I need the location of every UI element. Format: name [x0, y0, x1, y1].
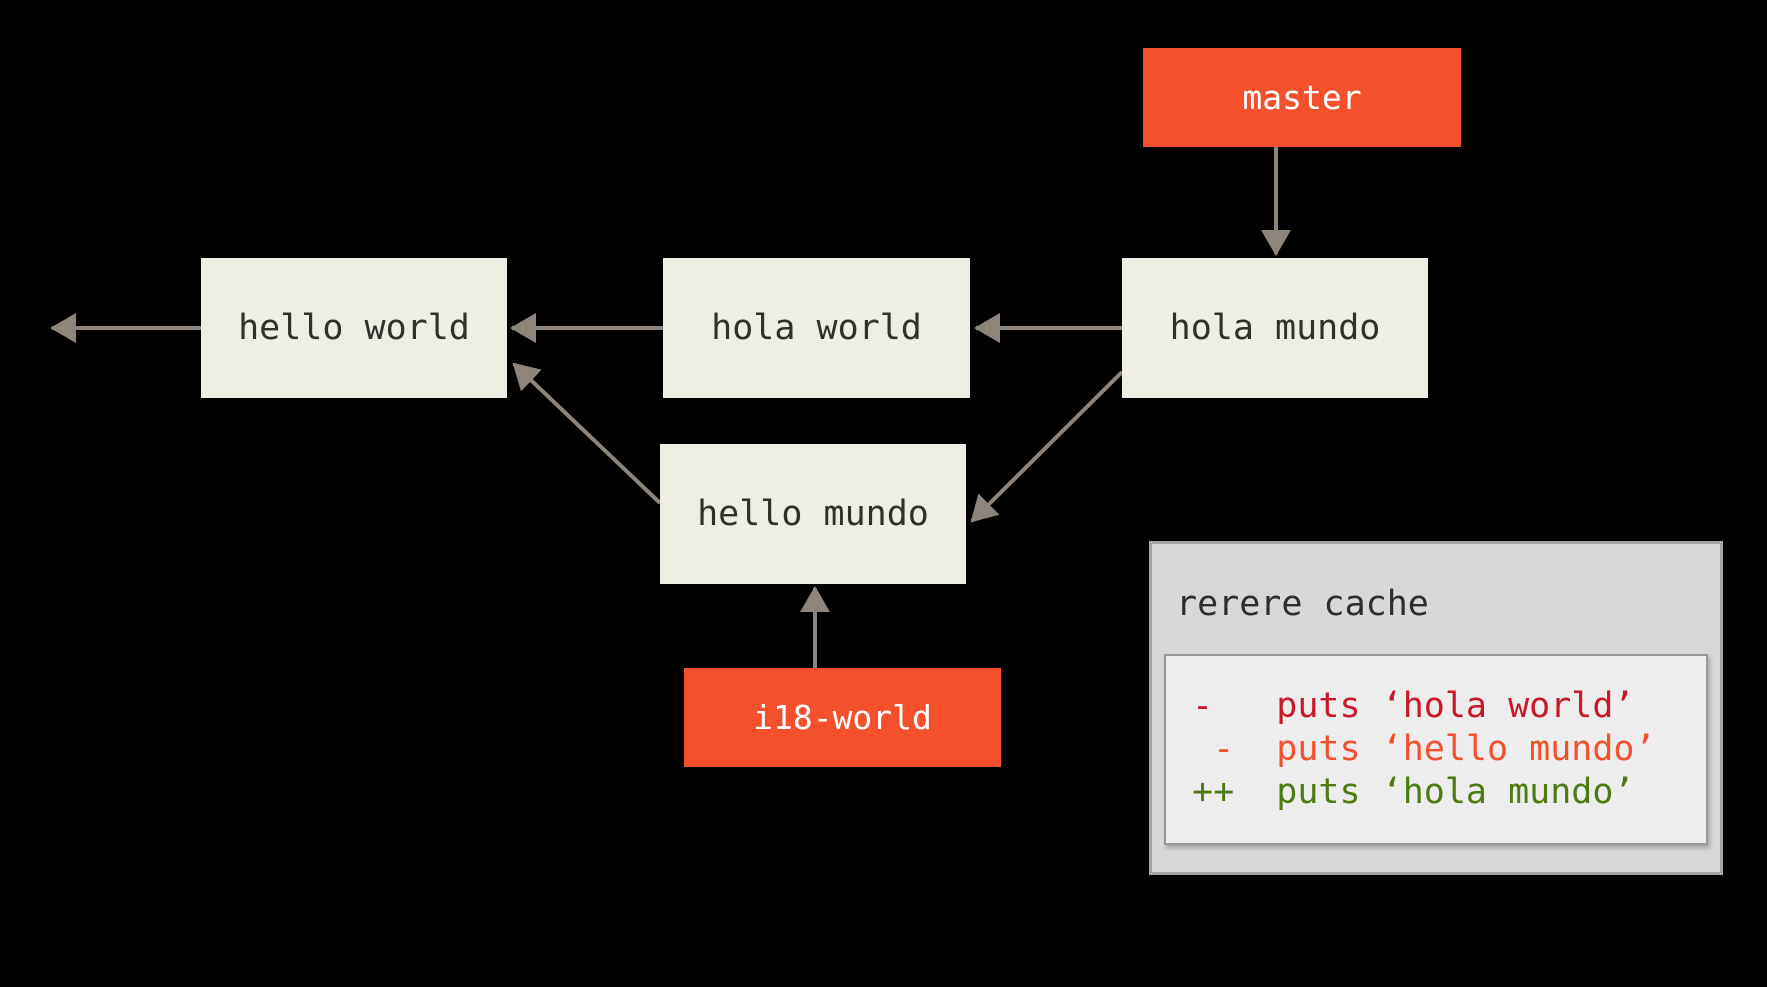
- commit-box-hello-world: hello world: [201, 258, 507, 398]
- branch-label: i18-world: [753, 698, 932, 737]
- diff-line-added-hola-mundo: ++ puts ‘hola mundo’: [1192, 772, 1635, 812]
- rerere-cache-panel: rerere cache - puts ‘hola world’ - puts …: [1149, 541, 1723, 875]
- commit-label: hello mundo: [697, 494, 929, 534]
- commit-box-hello-mundo: hello mundo: [660, 444, 966, 584]
- commit-box-hola-world: hola world: [663, 258, 970, 398]
- diff-line-removed-hola-world: - puts ‘hola world’: [1192, 686, 1635, 726]
- arrow-hola-mundo-to-hello-mundo: [970, 370, 1124, 523]
- branch-label-i18-world: i18-world: [684, 668, 1001, 767]
- diff-line-removed-hello-mundo: - puts ‘hello mundo’: [1192, 729, 1656, 769]
- commit-label: hello world: [238, 308, 470, 348]
- commit-label: hola mundo: [1169, 308, 1381, 348]
- rerere-cache-title: rerere cache: [1176, 584, 1429, 624]
- rerere-cache-diff-box: - puts ‘hola world’ - puts ‘hello mundo’…: [1164, 654, 1708, 845]
- arrow-hello-mundo-to-hello-world: [512, 362, 662, 505]
- branch-label: master: [1242, 78, 1362, 117]
- commit-box-hola-mundo: hola mundo: [1122, 258, 1428, 398]
- branch-label-master: master: [1143, 48, 1461, 147]
- commit-label: hola world: [711, 308, 922, 348]
